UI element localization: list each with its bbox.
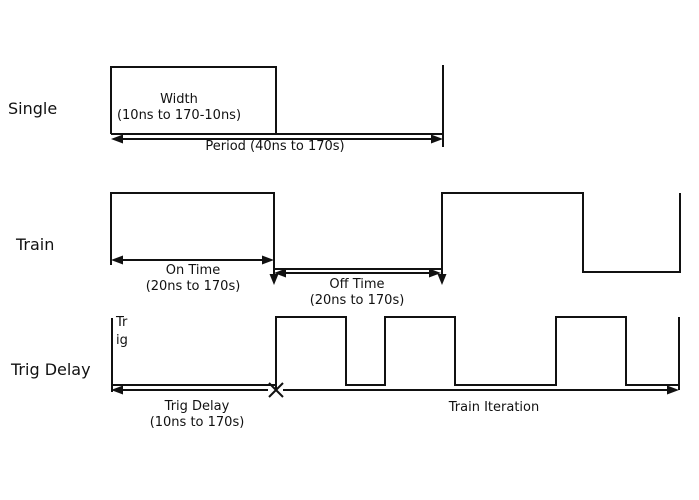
train-row-label: Train [16,235,55,254]
on-time-annotation-line2: (20ns to 170s) [145,279,241,294]
trig-delay-row-label: Trig Delay [11,360,91,379]
train-iteration-annotation: Train Iteration [448,400,540,415]
off-time-arrow-left-head-icon [274,268,286,278]
trig-delay-annotation: Trig Delay (10ns to 170s) [117,399,277,431]
single-pulse [110,66,277,134]
train-pulse1 [110,192,275,280]
train-pulse1-down-head-icon [269,274,279,285]
trig-vertical-label: Trig [116,315,128,348]
period-arrow-right-head-icon [431,134,443,144]
train-pulse2-down-head-icon [437,274,447,285]
off-time-arrow-right-head-icon [429,268,441,278]
off-time-annotation: Off Time (20ns to 170s) [277,277,437,309]
trig-delay-annotation-line2: (10ns to 170s) [149,415,245,430]
train-waveform [110,192,681,285]
trig-pulse-train [275,316,680,390]
train-iteration-arrow-right-head-icon [667,385,679,395]
off-time-annotation-line2: (20ns to 170s) [309,293,405,308]
trig-delay-annotation-line1: Trig Delay [164,399,230,414]
single-waveform [110,65,444,147]
single-row-label: Single [8,99,58,118]
off-time-annotation-line1: Off Time [329,277,385,292]
on-time-annotation-line1: On Time [165,263,221,278]
period-arrow-left-head-icon [111,134,123,144]
width-annotation: Width (10ns to 170-10ns) [103,92,255,124]
on-time-arrow-right-head-icon [262,255,274,265]
trig-delay-waveform [111,316,680,398]
trig-delay-arrow-left-head-icon [111,385,123,395]
period-annotation: Period (40ns to 170s) [205,139,345,154]
width-annotation-line2: (10ns to 170-10ns) [116,108,242,123]
on-time-annotation: On Time (20ns to 170s) [112,263,274,295]
train-pulse2 [441,192,681,280]
width-annotation-line1: Width [160,92,198,107]
on-time-arrow-left-head-icon [111,255,123,265]
